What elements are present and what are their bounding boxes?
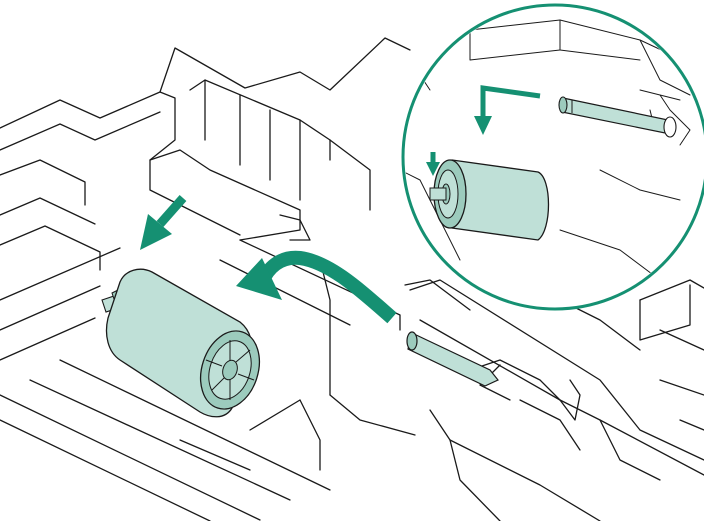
- bent-arrow-icon: [474, 85, 541, 135]
- straight-arrow-icon: [140, 195, 187, 250]
- pickup-roller: [101, 268, 261, 418]
- curved-arrow-icon: [236, 250, 397, 324]
- zoom-roller: [429, 159, 550, 241]
- small-down-arrow-icon: [426, 152, 440, 176]
- zoom-shaft: [558, 96, 677, 138]
- printer-housing: [0, 37, 704, 521]
- roller-shaft: [406, 331, 499, 387]
- detail-zoom-circle: [401, 3, 704, 311]
